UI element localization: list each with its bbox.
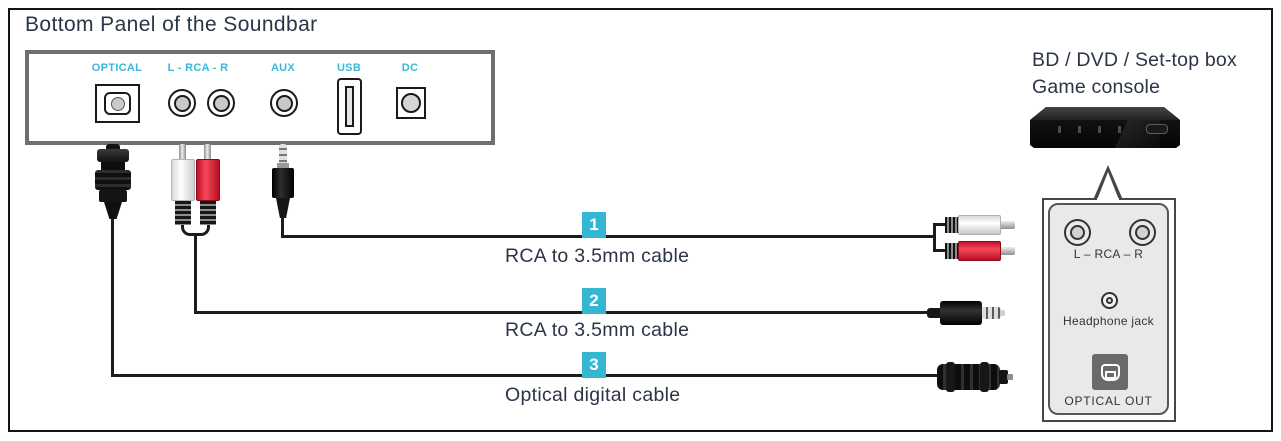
optical-connector-lower (99, 190, 127, 202)
rca-white-body (171, 159, 195, 201)
rca-port-left-pin (173, 94, 191, 112)
dvd-player-topface (1032, 107, 1178, 120)
optical-connector-cap (97, 149, 129, 162)
cable2-label: RCA to 3.5mm cable (505, 319, 690, 341)
source-rca-left-icon (1064, 219, 1091, 246)
optical-tip-right (999, 370, 1008, 384)
dvd-button-dot (1058, 126, 1061, 133)
rca-white-connector-left (170, 144, 196, 228)
source-heading-line2: Game console (1032, 76, 1161, 98)
rca-white-ribs-right (945, 217, 958, 233)
rca-port-right-icon (207, 89, 235, 117)
rca-red-body (196, 159, 220, 201)
source-panel-pointer-base (1097, 198, 1119, 201)
jack-body-right (940, 301, 982, 325)
dc-port-label: DC (401, 62, 419, 74)
source-rca-left-pin (1070, 225, 1085, 240)
source-rca-right-icon (1129, 219, 1156, 246)
cable3-label: Optical digital cable (505, 384, 681, 406)
rca-port-left-icon (168, 89, 196, 117)
rca-red-ribs-right (945, 243, 958, 259)
aux-port-icon (270, 89, 298, 117)
rca-cable-horizontal (194, 311, 931, 314)
optical-connector-taper (104, 202, 122, 219)
headphone-jack-label: Headphone jack (1063, 314, 1154, 328)
cable2-number-badge: 2 (582, 288, 606, 314)
aux-port-pin (275, 94, 293, 112)
rca-cable-stem (194, 233, 197, 313)
dc-pin (401, 93, 421, 113)
optical-cable-horizontal (111, 374, 937, 377)
dvd-eject-button (1146, 124, 1168, 134)
rca-port-label: L - RCA - R (167, 62, 229, 74)
rca-white-ribs (175, 201, 191, 225)
optical-out-toslink-bar (1104, 370, 1116, 379)
optical-nub-right (1007, 374, 1013, 380)
cable1-white-branch (933, 223, 946, 226)
optical-cable-vertical (111, 210, 114, 377)
dvd-player-image (1030, 107, 1180, 148)
rca-port-right-pin (212, 94, 230, 112)
optical-connector-left (94, 144, 132, 219)
jack-rings-right (982, 307, 1001, 319)
headphone-jack-icon (1101, 292, 1118, 309)
rca-red-connector-left (195, 144, 221, 228)
aux-jack-connector-left (272, 144, 294, 218)
source-rca-right-pin (1135, 225, 1150, 240)
optical-connector-nub (106, 144, 120, 150)
source-rca-label: L – RCA – R (1073, 247, 1144, 261)
cable1-red-branch (933, 249, 946, 252)
dvd-button-dot (1098, 126, 1101, 133)
optical-port-label: OPTICAL (91, 62, 143, 74)
rca-white-body-right (958, 215, 1001, 235)
aux-jack-collar (277, 163, 289, 168)
cable1-number-badge: 1 (582, 212, 606, 238)
optical-ring2-right (980, 362, 989, 392)
cable1-split-stub (933, 223, 936, 252)
source-heading-line1: BD / DVD / Set-top box (1032, 49, 1237, 71)
jack-strain-right (927, 308, 942, 318)
rca-red-ribs (200, 201, 216, 225)
aux-jack-pin (279, 144, 287, 164)
cable3-number-badge: 3 (582, 352, 606, 378)
optical-connector-body (95, 170, 131, 190)
source-device-heading: BD / DVD / Set-top box Game console (1032, 47, 1237, 101)
optical-ring1-right (946, 362, 955, 392)
optical-port-icon (95, 84, 140, 123)
dc-port-icon (396, 87, 426, 119)
page-title: Bottom Panel of the Soundbar (25, 13, 318, 36)
optical-connector-neck (101, 162, 125, 170)
headphone-jack-pin (1106, 297, 1113, 304)
aux-jack-body (272, 168, 294, 198)
aux-cable-vertical (281, 212, 284, 238)
optical-out-label: OPTICAL OUT (1064, 394, 1153, 408)
rca-white-tip-right (1001, 221, 1015, 229)
cable1-label: RCA to 3.5mm cable (505, 245, 690, 267)
optical-out-toslink (1100, 363, 1120, 381)
soundbar-panel: OPTICAL L - RCA - R AUX USB DC (25, 50, 495, 145)
optical-out-icon (1092, 354, 1128, 390)
toslink-shape (104, 92, 131, 115)
dvd-button-dot (1078, 126, 1081, 133)
rca-red-body-right (958, 241, 1001, 261)
jack-nub-right (1000, 310, 1005, 316)
usb-slot (345, 86, 354, 127)
aux-jack-taper (276, 198, 290, 218)
outer-border (8, 8, 1273, 432)
rca-white-pin (179, 144, 186, 161)
usb-port-label: USB (336, 62, 362, 74)
toslink-lens (110, 96, 125, 111)
dvd-button-dot (1118, 126, 1121, 133)
aux-cable-horizontal (281, 235, 936, 238)
rca-red-pin (204, 144, 211, 161)
aux-port-label: AUX (270, 62, 296, 74)
usb-port-icon (337, 78, 362, 135)
rca-red-tip-right (1001, 247, 1015, 255)
source-panel-pointer-fill (1097, 172, 1119, 200)
